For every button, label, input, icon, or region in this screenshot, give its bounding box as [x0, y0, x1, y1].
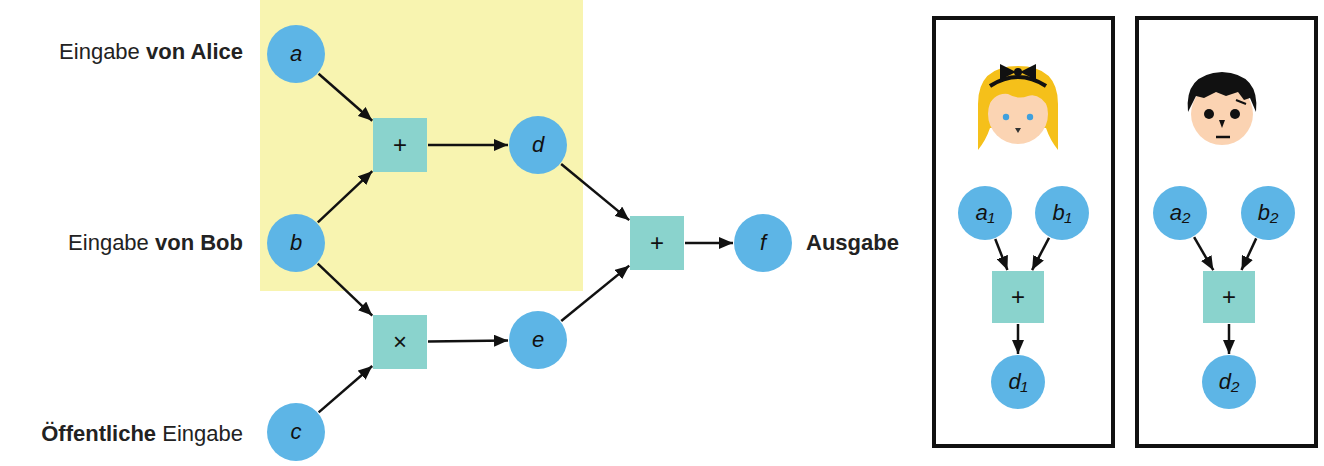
- variable-name: c: [291, 421, 302, 443]
- flow-arrow: [318, 264, 373, 316]
- value-circle: d: [509, 116, 567, 174]
- flow-arrow: [1017, 324, 1020, 354]
- input-output-label: Eingabevon Alice: [59, 39, 243, 65]
- flow-arrow: [1194, 237, 1213, 270]
- label-text: Eingabe: [59, 39, 140, 64]
- bob-face: [1188, 72, 1257, 145]
- operator-symbol: +: [650, 231, 664, 255]
- operator-symbol: +: [1222, 285, 1236, 309]
- variable-name: b₂: [1258, 202, 1279, 224]
- variable-name: a₁: [975, 202, 994, 224]
- label-text: Ausgabe: [806, 230, 899, 255]
- value-circle: a₂: [1153, 186, 1207, 240]
- flow-arrow: [995, 239, 1007, 270]
- value-circle: f: [734, 214, 792, 272]
- operator-symbol: +: [1011, 285, 1025, 309]
- value-circle: a: [267, 25, 325, 83]
- flow-arrow: [1032, 238, 1049, 270]
- variable-name: d₂: [1219, 371, 1240, 393]
- flow-arrow: [1228, 324, 1231, 354]
- label-text: Eingabe: [68, 230, 149, 255]
- flow-arrow: [428, 340, 508, 341]
- operator-box: +: [992, 271, 1044, 323]
- value-circle: b: [267, 214, 325, 272]
- value-circle: c: [267, 403, 325, 461]
- operator-box: +: [630, 216, 684, 270]
- flow-arrow: [319, 74, 373, 121]
- value-circle: a₁: [958, 186, 1012, 240]
- operator-box: ×: [373, 315, 427, 369]
- flow-arrow: [561, 164, 629, 220]
- variable-name: a: [290, 43, 302, 65]
- variable-name: a₂: [1170, 202, 1191, 224]
- label-text: von Bob: [155, 230, 243, 255]
- input-output-label: Eingabevon Bob: [68, 230, 243, 256]
- flow-arrow: [561, 266, 629, 321]
- party-panel: a₁ b₁ + d₁: [932, 16, 1115, 448]
- value-circle: d₂: [1202, 355, 1256, 409]
- value-circle: b₂: [1241, 186, 1295, 240]
- variable-name: b: [290, 232, 302, 254]
- variable-name: e: [532, 329, 544, 351]
- value-circle: d₁: [991, 355, 1045, 409]
- flow-arrow: [685, 242, 733, 245]
- operator-box: +: [373, 118, 427, 172]
- input-output-label: Ausgabe: [806, 230, 899, 256]
- label-text: Öffentliche: [41, 421, 156, 446]
- variable-name: b₁: [1052, 202, 1071, 224]
- flow-arrow: [319, 366, 373, 412]
- party-panel: a₂ b₂ + d₂: [1135, 16, 1318, 448]
- operator-box: +: [1203, 271, 1255, 323]
- flow-arrow: [1241, 238, 1256, 270]
- input-output-label: ÖffentlicheEingabe: [41, 421, 243, 447]
- highlight-band: [260, 0, 583, 291]
- operator-symbol: +: [393, 133, 407, 157]
- value-circle: b₁: [1035, 186, 1089, 240]
- alice-face: [978, 64, 1058, 150]
- value-circle: e: [509, 311, 567, 369]
- flow-arrow: [318, 171, 372, 222]
- label-text: Eingabe: [162, 421, 243, 446]
- operator-symbol: ×: [393, 330, 407, 354]
- variable-name: f: [760, 232, 766, 254]
- flow-arrow: [428, 144, 508, 147]
- label-text: von Alice: [146, 39, 243, 64]
- variable-name: d₁: [1008, 371, 1027, 393]
- variable-name: d: [532, 134, 544, 156]
